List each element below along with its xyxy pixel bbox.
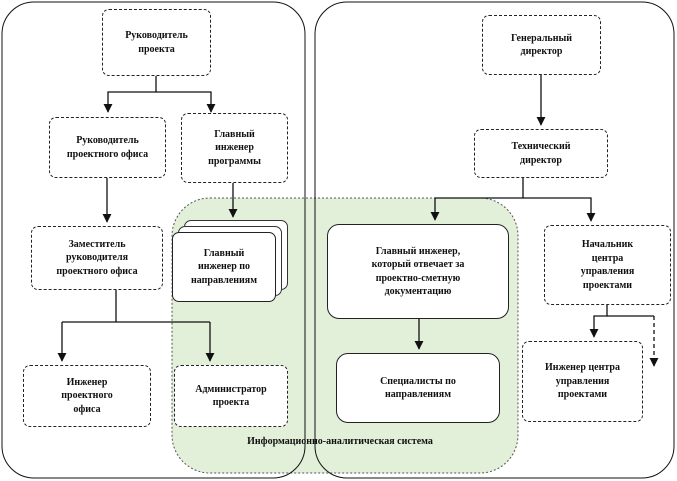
- node-technical-director-label: Технический директор: [511, 141, 571, 166]
- node-project-administrator: Администратор проекта: [174, 365, 288, 427]
- node-chief-engineer-design-docs: Главный инженер, который отвечает за про…: [327, 224, 509, 319]
- node-deputy-project-office-head: Заместитель руководителя проектного офис…: [31, 226, 163, 290]
- node-chief-engineer-design-docs-label: Главный инженер, который отвечает за про…: [371, 245, 465, 298]
- node-general-director: Генеральный директор: [482, 15, 601, 75]
- node-project-administrator-label: Администратор проекта: [195, 383, 267, 409]
- left-group-outline: [1, 1, 306, 479]
- node-project-manager-label: Руководитель проекта: [125, 30, 188, 55]
- node-pmc-engineer: Инженер центра управления проектами: [522, 341, 643, 422]
- node-deputy-project-office-head-label: Заместитель руководителя проектного офис…: [56, 238, 138, 277]
- node-general-director-label: Генеральный директор: [510, 32, 573, 58]
- node-pmc-head: Начальник центра управления проектами: [544, 225, 671, 305]
- system-label: Информационно-аналитическая система: [247, 436, 433, 447]
- connectors-right: [414, 75, 659, 367]
- node-pmc-head-label: Начальник центра управления проектами: [580, 239, 635, 291]
- connectors-left: [57, 76, 238, 362]
- right-group-outline: [314, 1, 675, 479]
- node-direction-chief-engineer-label: Главный инженер по направлениям: [190, 247, 257, 286]
- node-direction-chief-engineer: Главный инженер по направлениям: [172, 232, 276, 302]
- node-technical-director: Технический директор: [474, 129, 608, 178]
- node-project-office-engineer: Инженер проектного офиса: [23, 365, 151, 427]
- node-direction-specialists-label: Специалисты по направлениям: [380, 375, 456, 401]
- node-project-office-head: Руководитель проектного офиса: [49, 117, 166, 178]
- node-pmc-engineer-label: Инженер центра управления проектами: [545, 362, 620, 401]
- node-direction-specialists: Специалисты по направлениям: [336, 353, 500, 423]
- node-project-manager: Руководитель проекта: [102, 9, 211, 76]
- node-project-office-head-label: Руководитель проектного офиса: [66, 135, 149, 160]
- node-project-office-engineer-label: Инженер проектного офиса: [61, 376, 113, 415]
- node-program-chief-engineer: Главный инженер программы: [181, 113, 288, 183]
- node-program-chief-engineer-label: Главный инженер программы: [208, 128, 261, 167]
